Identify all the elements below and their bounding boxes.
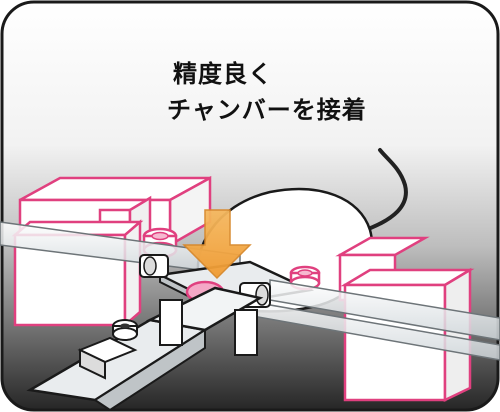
ear-bar-posts [159,299,258,356]
left-clamp [139,254,169,278]
down-arrow-icon [182,209,252,280]
mouse-tail [358,148,408,234]
front-knob [112,319,138,341]
front-bracket [77,336,138,380]
